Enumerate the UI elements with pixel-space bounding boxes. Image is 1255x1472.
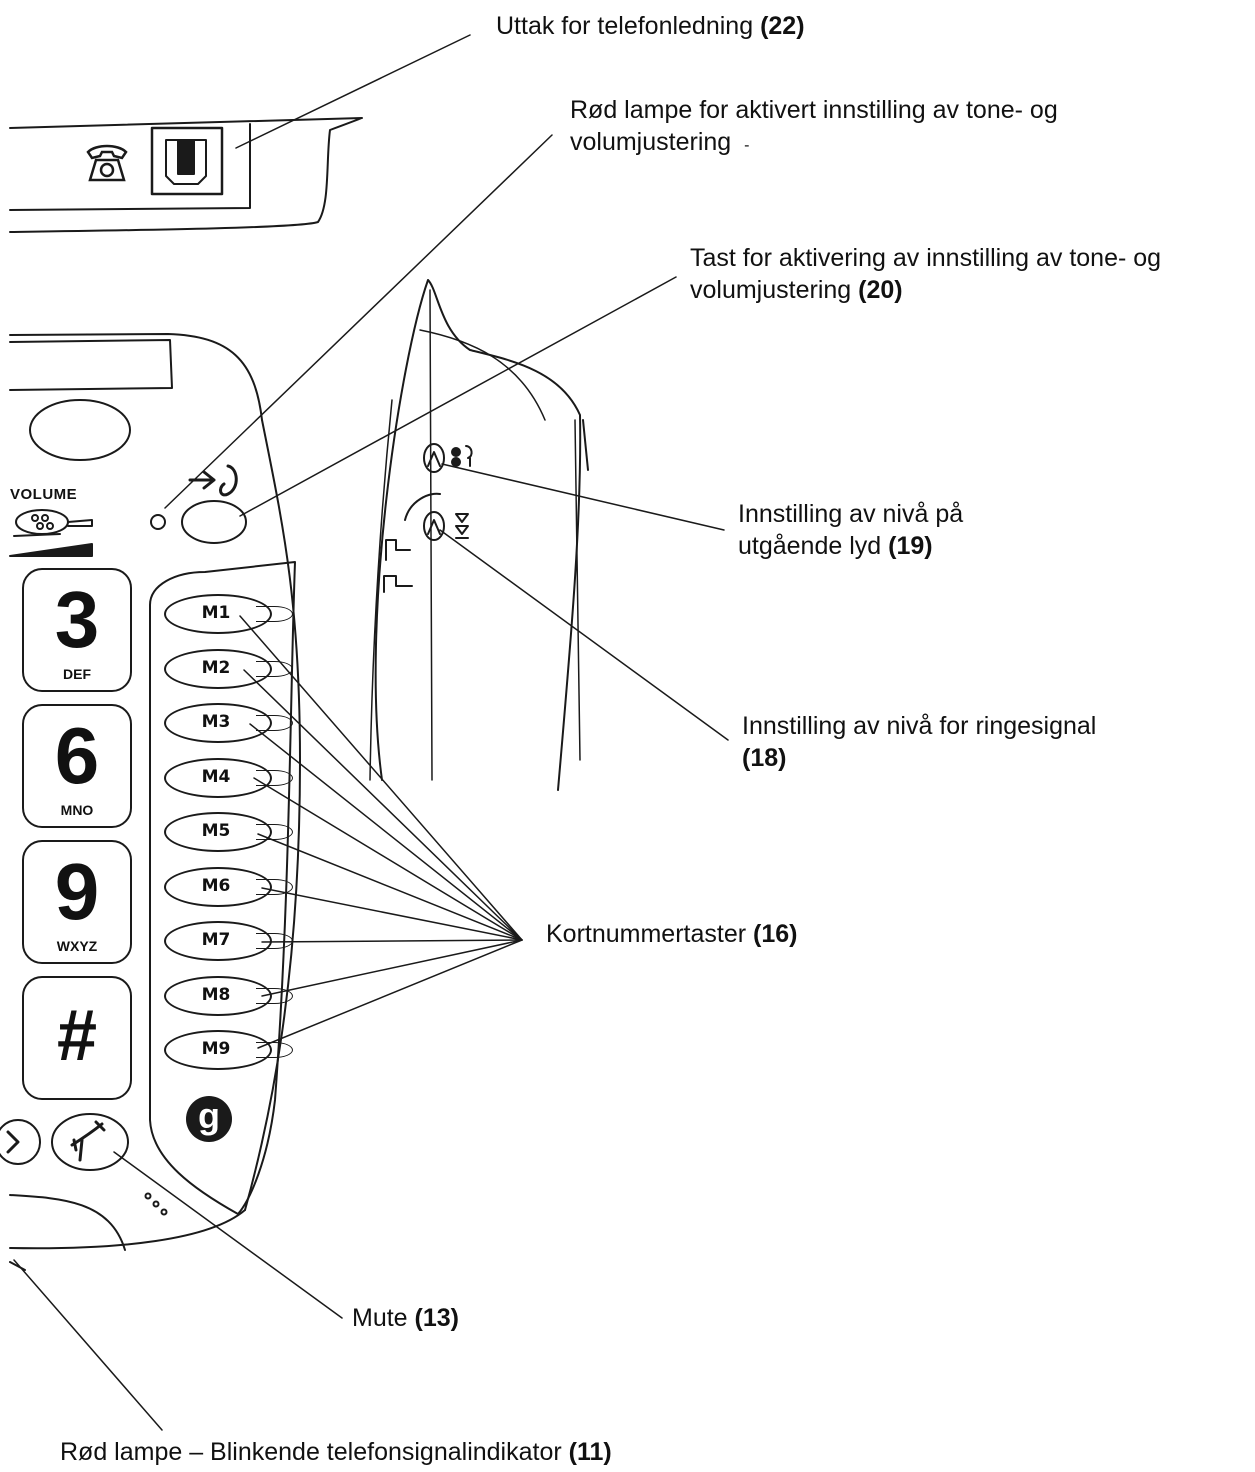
memory-key-m9[interactable]: M9: [164, 1030, 293, 1070]
memory-key-tail: [256, 606, 293, 622]
memory-key-tail: [256, 660, 293, 677]
key-letters: DEF: [63, 666, 91, 682]
memory-key-label: M8: [201, 984, 231, 1005]
callout-red-lamp-setting: Rød lampe for aktivert innstilling av to…: [570, 96, 1058, 156]
callout-speed-dial: Kortnummertaster (16): [546, 920, 798, 948]
key-digit: 9: [54, 847, 100, 936]
dial-key-hash[interactable]: #: [22, 976, 132, 1100]
memory-key-label: M4: [201, 766, 231, 787]
left-round-button: [0, 1119, 41, 1165]
volume-knob: [15, 509, 69, 535]
memory-key-m1[interactable]: M1: [164, 594, 293, 634]
outgoing-level-wheel: [423, 443, 445, 473]
callout-mute: Mute (13): [352, 1304, 460, 1332]
memory-key-tail: [256, 824, 293, 840]
memory-key-tail: [256, 715, 293, 731]
dial-key-9[interactable]: 9 WXYZ: [22, 840, 132, 964]
volume-label: VOLUME: [10, 486, 78, 503]
callout-outgoing-level: Innstilling av nivå på utgående lyd (19): [738, 500, 964, 560]
memory-key-m4[interactable]: M4: [164, 757, 293, 798]
volume-wedge: [9, 543, 93, 557]
key-letters: MNO: [60, 802, 94, 818]
dial-key-3[interactable]: 3 DEF: [22, 568, 132, 692]
memory-panel: [149, 561, 296, 1215]
jack-housing: [9, 117, 363, 233]
dial-key-6[interactable]: 6 MNO: [22, 704, 132, 828]
memory-key-tail: [256, 769, 293, 786]
left-oval-button: [29, 399, 131, 461]
handset-icon: [70, 1120, 106, 1162]
ring-level-wheel: [423, 511, 445, 541]
memory-key-tail: [256, 878, 293, 895]
key-digit: 6: [54, 711, 100, 800]
callout-jack: Uttak for telefonledning (22): [496, 12, 805, 40]
memory-key-tail: [256, 987, 293, 1004]
mute-button: [51, 1113, 129, 1171]
phone-jack: [150, 126, 224, 196]
memory-key-label: M3: [201, 712, 231, 732]
handset-side: [374, 279, 582, 791]
memory-key-label: M1: [201, 603, 231, 623]
memory-key-m6[interactable]: M6: [164, 866, 293, 907]
memory-key-label: M9: [201, 1039, 231, 1059]
memory-key-label: M6: [201, 875, 231, 896]
display-frame: [9, 339, 173, 391]
memory-key-m7[interactable]: M7: [164, 921, 293, 961]
key-digit: 3: [54, 575, 100, 664]
jack-recess: [9, 123, 251, 211]
key-digit: #: [56, 996, 98, 1076]
memory-key-tail: [256, 933, 293, 949]
memory-key-label: M7: [201, 930, 231, 950]
memory-key-m8[interactable]: M8: [164, 975, 293, 1016]
memory-key-tail: [256, 1042, 293, 1058]
activation-key: [181, 500, 247, 544]
memory-key-label: M2: [201, 657, 231, 678]
memory-key-m3[interactable]: M3: [164, 703, 293, 743]
memory-key-label: M5: [201, 821, 231, 841]
key-letters: WXYZ: [56, 938, 98, 954]
callout-activate-key: Tast for aktivering av innstilling av to…: [690, 244, 1162, 304]
telephone-icon: [82, 144, 132, 184]
callout-ring-indicator: Rød lampe – Blinkende telefonsignalindik…: [60, 1438, 612, 1466]
red-lamp: [150, 514, 166, 530]
callout-ring-level: Innstilling av nivå for ringesignal (18): [742, 712, 1097, 772]
body-outline: [244, 419, 301, 1211]
memory-key-m2[interactable]: M2: [164, 648, 293, 689]
memory-key-m5[interactable]: M5: [164, 812, 293, 852]
brand-logo: g: [186, 1096, 232, 1142]
